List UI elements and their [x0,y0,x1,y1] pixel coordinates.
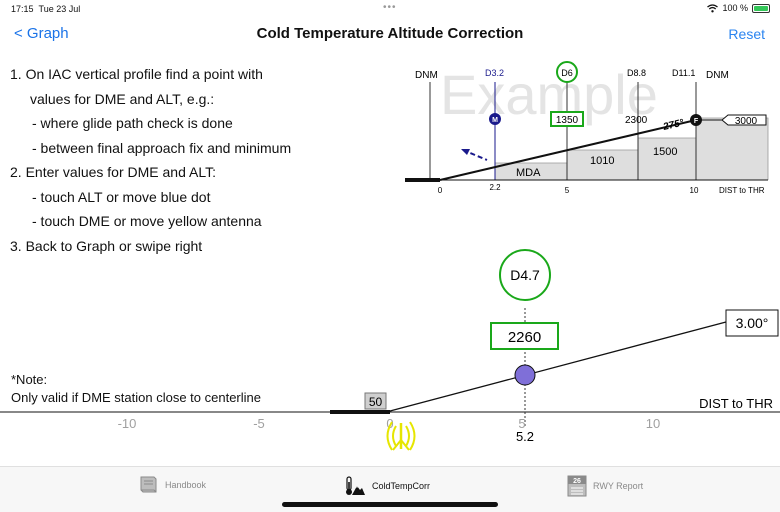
calc-tick-5: 5 [518,416,525,431]
example-alt-3000: 3000 [735,116,758,127]
book-icon [140,476,157,493]
profile-drawing: Example DNM D3.2 D6 D8.8 D11.1 DNM [0,61,780,451]
reset-button[interactable]: Reset [728,26,765,42]
example-f-marker-icon [690,114,702,126]
example-course: 275° [661,117,686,133]
dme-antenna-handle-icon[interactable] [386,421,416,451]
instruction-step-2-bullet-1: - touch ALT or move blue dot [32,188,211,205]
example-tick-22: 2.2 [489,183,501,192]
example-axis-label: DIST to THR [719,186,765,195]
example-m-label: M [492,117,498,124]
calc-tch-box [364,392,387,410]
thermometer-mountain-icon [346,476,365,495]
tab-rwy-report[interactable]: 26 RWY Report [567,475,643,497]
example-glide-path [439,119,697,181]
example-dnm-left: DNM [415,70,438,81]
example-alt-1350-box [550,111,584,127]
example-tick-5: 5 [565,186,570,195]
terrain-step-3000 [696,118,768,180]
status-indicators: 100 % [707,3,770,13]
tab-handbook[interactable]: Handbook [137,475,206,495]
battery-icon [752,3,770,13]
calculator: 50 D4.7 2260 3.00° DIST to THR -10 -5 0 … [0,249,780,451]
note-title: *Note: [11,372,48,387]
calc-dist-value: 5.2 [516,429,534,444]
calc-tch-value: 50 [369,395,383,409]
example-course-arrow [721,114,767,126]
rwy-icon-number: 26 [573,478,581,485]
multitask-dots-icon[interactable]: ••• [383,2,397,13]
terrain-step-mda [495,163,567,180]
example-alt-1350: 1350 [556,115,579,126]
terrain-step-1500 [638,138,696,180]
runway-calendar-icon: 26 [567,475,587,497]
example-step-1500: 1500 [653,146,677,158]
note-text: Only valid if DME station close to cente… [11,390,261,405]
calc-angle-value[interactable]: 3.00° [736,315,769,331]
battery-percent: 100 % [722,3,748,13]
example-d32: D3.2 [485,68,504,78]
example-profile: Example DNM D3.2 D6 D8.8 D11.1 DNM [405,61,769,195]
example-step-1010: 1010 [590,155,614,167]
example-f-label: F [694,118,699,125]
instruction-step-1: 1. On IAC vertical profile find a point … [10,66,263,82]
example-dnm-right: DNM [706,70,729,81]
back-to-graph-button[interactable]: < Graph [14,25,69,42]
calc-altitude-dot-handle[interactable] [514,364,536,386]
example-m-marker-icon [489,113,501,125]
example-mda: MDA [516,167,541,179]
instruction-step-1-bullet-2: - between final approach fix and minimum [32,139,292,156]
example-d111: D11.1 [672,68,695,78]
note: *Note: Only valid if DME station close t… [11,371,261,407]
tab-rwy-report-label: RWY Report [593,481,644,491]
example-alt-2300: 2300 [625,115,648,126]
example-watermark: Example [440,63,658,126]
tab-coldtempcorr[interactable]: ColdTempCorr [344,475,430,497]
example-tick-10: 10 [690,186,699,195]
calc-angle-box[interactable] [725,309,779,337]
instruction-step-1-bullet-1: - where glide path check is done [32,115,233,131]
status-bar: 17:15 Tue 23 Jul ••• 100 % [0,0,780,18]
instructions: 1. On IAC vertical profile find a point … [10,62,291,258]
instruction-step-2-bullet-2: - touch DME or move yellow antenna [32,213,262,229]
instruction-step-3: 3. Back to Graph or swipe right [10,237,203,254]
calc-alt-box[interactable] [490,322,559,350]
calc-glide-slope [389,321,727,412]
tab-handbook-label: Handbook [165,480,207,490]
calc-dme-circle[interactable] [499,249,551,301]
dashed-arrow-head-icon [461,149,470,155]
example-d6: D6 [561,68,573,78]
status-time: 17:15 Tue 23 Jul [11,4,81,14]
terrain-step-1010 [567,150,638,180]
example-d6-circle [556,61,578,83]
calc-alt-value[interactable]: 2260 [508,329,541,346]
example-d88: D8.8 [627,68,646,78]
navigation-bar: < Graph Cold Temperature Altitude Correc… [0,20,780,48]
instruction-step-2: 2. Enter values for DME and ALT: [10,164,216,180]
wifi-icon [707,3,719,12]
home-indicator[interactable] [282,502,498,507]
calc-tick-10: 10 [646,416,660,431]
tab-coldtempcorr-label: ColdTempCorr [372,481,431,491]
calc-tick-minus10: -10 [118,416,137,431]
page-title: Cold Temperature Altitude Correction [256,25,524,42]
calc-tick-minus5: -5 [253,416,265,431]
example-tick-0: 0 [438,186,443,195]
calc-dme-value[interactable]: D4.7 [510,267,540,283]
calc-axis-label: DIST to THR [699,396,773,411]
instruction-step-1-cont: values for DME and ALT, e.g.: [30,90,215,107]
